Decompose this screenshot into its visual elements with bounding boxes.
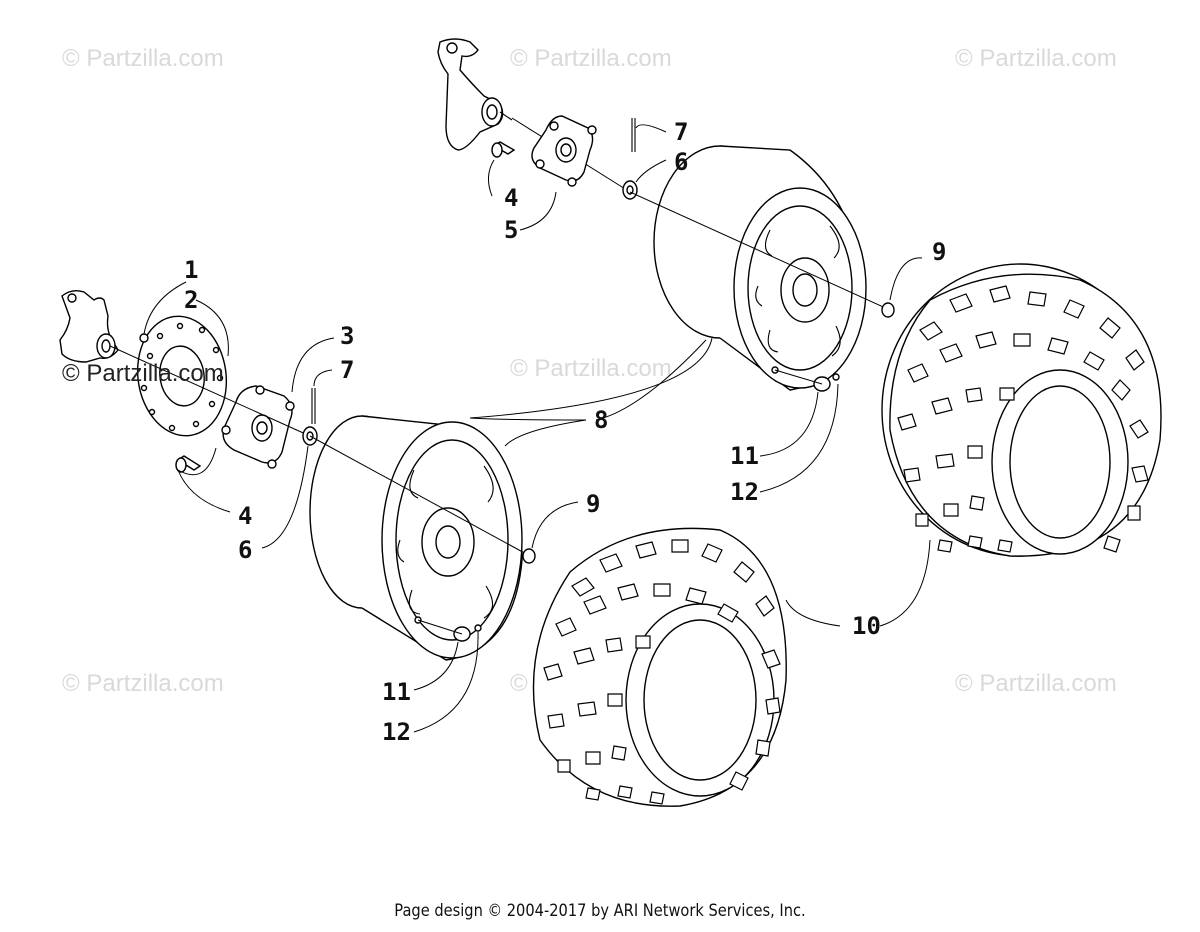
callout-12-lower: 12 — [382, 718, 411, 746]
leader-11-upper — [759, 391, 819, 457]
lower-disc-2 — [136, 315, 228, 437]
callout-2: 2 — [184, 286, 198, 314]
upper-valve-11-12 — [774, 369, 840, 392]
callout-1: 1 — [184, 256, 198, 284]
leader-7-upper — [635, 124, 667, 133]
leader-10-upper — [879, 539, 931, 627]
upper-rim-8 — [653, 145, 867, 391]
callout-11-upper: 11 — [730, 442, 759, 470]
callout-9-upper: 9 — [932, 238, 946, 266]
upper-pin-7 — [631, 118, 636, 152]
lower-hub-3 — [221, 385, 295, 469]
leader-12-lower — [413, 631, 479, 733]
lower-valve-11-12 — [417, 619, 482, 642]
lower-pin-7 — [311, 388, 316, 424]
watermark-bottom-left: © Partzilla.com — [62, 670, 224, 697]
leader-11-lower — [413, 641, 459, 691]
upper-knuckle — [437, 38, 513, 151]
watermark-mid-center: © Partzilla.com — [510, 355, 672, 382]
upper-nut-6 — [622, 180, 638, 200]
upper-stud-4 — [491, 141, 516, 158]
watermark-bottom-right: © Partzilla.com — [955, 670, 1117, 697]
callout-7-upper: 7 — [674, 118, 688, 146]
watermark-dark: © Partzilla.com — [62, 360, 224, 387]
upper-hub-5 — [531, 115, 597, 187]
lower-stud-4 — [175, 455, 202, 473]
watermark-top-center: © Partzilla.com — [510, 45, 672, 72]
leader-9-lower — [531, 501, 579, 549]
watermark-top-right: © Partzilla.com — [955, 45, 1117, 72]
leader-10-lower — [785, 599, 841, 627]
callout-6-upper: 6 — [674, 148, 688, 176]
lower-rim-8 — [309, 415, 523, 661]
watermark-top-left: © Partzilla.com — [62, 45, 224, 72]
callout-9-lower: 9 — [586, 490, 600, 518]
leader-8-lower-rim — [504, 419, 587, 447]
leader-4-lower — [177, 447, 231, 513]
leader-9-upper — [889, 257, 923, 301]
callout-4-upper: 4 — [504, 184, 518, 212]
callout-11-lower: 11 — [382, 678, 411, 706]
callout-7-lower: 7 — [340, 356, 354, 384]
lower-bolt-1 — [139, 333, 149, 343]
leader-8-upper-rim — [595, 339, 707, 421]
leader-7-lower — [313, 369, 333, 387]
callout-4-lower: 4 — [238, 502, 252, 530]
page-footer: Page design © 2004-2017 by ARI Network S… — [394, 901, 806, 921]
callout-10: 10 — [852, 612, 881, 640]
callout-3: 3 — [340, 322, 354, 350]
leader-12-upper — [759, 383, 839, 493]
lower-tire-10 — [532, 527, 787, 807]
upper-tire-10 — [881, 263, 1162, 557]
leader-8 — [469, 337, 713, 421]
leader-6-lower — [261, 445, 309, 549]
leader-5-upper — [519, 191, 557, 231]
callout-12-upper: 12 — [730, 478, 759, 506]
lower-lug-nut-9 — [522, 548, 536, 564]
leader-6-upper — [635, 159, 667, 183]
leader-1 — [143, 281, 187, 335]
callout-5-upper: 5 — [504, 216, 518, 244]
callout-6-lower: 6 — [238, 536, 252, 564]
leader-4-upper — [488, 159, 495, 197]
leader-2 — [195, 299, 229, 357]
callout-8: 8 — [594, 406, 608, 434]
leader-3 — [291, 337, 335, 393]
lower-knuckle — [59, 289, 119, 363]
upper-lug-nut-9 — [881, 302, 895, 318]
